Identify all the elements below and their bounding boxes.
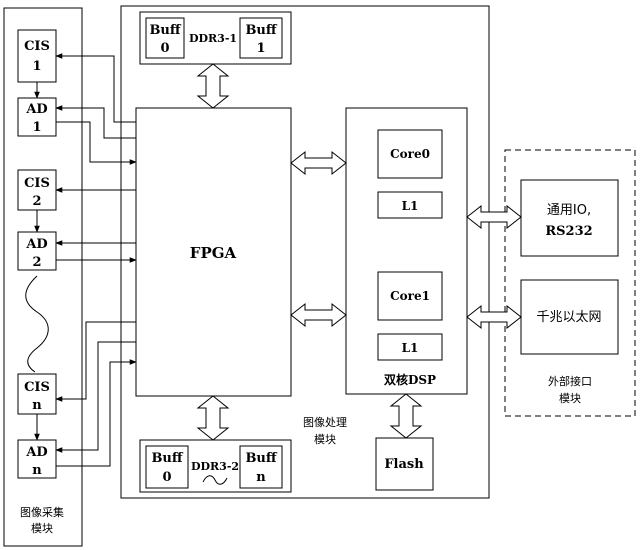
cis-n-block: CIS n	[17, 373, 57, 415]
ad-n-block: AD n	[17, 439, 57, 479]
fpga-dsp-core1-bus-arrow	[290, 302, 347, 328]
interface-module-frame	[504, 149, 636, 417]
ethernet-label: 千兆以太网	[536, 310, 601, 325]
processing-caption-line2: 模块	[314, 433, 336, 446]
ddr3-1-buff-a-label: Buff	[149, 23, 181, 38]
cis-1-block: CIS 1	[17, 29, 57, 83]
fpga-block: FPGA	[135, 107, 292, 397]
acquisition-module-frame	[3, 7, 83, 547]
dsp-l1-a-label: L1	[402, 199, 419, 213]
ad-n-index: n	[32, 463, 42, 478]
processing-module: Buff 0 Buff 1 DDR3-1 FPGA Buff 0 Buff n …	[120, 5, 490, 499]
ad-2-index: 2	[32, 255, 41, 270]
dsp-ethernet-bus-arrow	[466, 304, 522, 330]
signal-lines	[55, 53, 137, 467]
interface-caption-line2: 模块	[559, 392, 581, 405]
fpga-dsp-core0-bus-arrow	[290, 150, 347, 176]
fpga-to-adn-line	[55, 341, 136, 453]
ddr3-2-tilde	[202, 475, 228, 485]
ellipsis-wave	[25, 275, 49, 373]
io-rs232-block: 通用IO, RS232	[520, 179, 619, 257]
cis-2-block: CIS 2	[17, 169, 57, 211]
cis-1-label: CIS	[24, 39, 50, 54]
flash-block: Flash	[375, 437, 434, 491]
ddr3-1-buff-b-label: Buff	[245, 23, 277, 38]
cis-2-index: 2	[32, 194, 41, 209]
cis-n-index: n	[32, 398, 42, 413]
interface-module: 通用IO, RS232 千兆以太网 外部接口 模块	[504, 149, 636, 417]
fpga-to-cis1-line	[55, 53, 136, 123]
fpga-to-ad1-line	[55, 105, 136, 139]
ad-1-block: AD 1	[17, 97, 57, 137]
cis-2-label: CIS	[24, 176, 50, 191]
io-rs232-line2: RS232	[545, 224, 592, 239]
dsp-flash-bus-arrow	[389, 393, 423, 439]
dsp-core1-label: Core1	[390, 289, 430, 303]
interface-caption-line1: 外部接口	[548, 374, 592, 388]
ad1-to-fpga-line	[56, 121, 137, 165]
fpga-label: FPGA	[190, 244, 237, 262]
acquisition-module: CIS 1 AD 1 CIS 2 AD 2 CIS n AD n	[3, 7, 83, 547]
ddr3-2-buff-b-label: Buff	[245, 451, 277, 466]
fpga-ddr3-2-bus-arrow	[196, 395, 230, 441]
processing-module-frame	[120, 5, 490, 499]
ddr3-2-label: DDR3-2	[191, 460, 239, 473]
ad-n-label: AD	[25, 445, 47, 460]
ddr3-2-buff-b-index: n	[256, 470, 266, 485]
io-rs232-line1: 通用IO,	[547, 203, 591, 218]
dsp-block: Core0 L1 Core1 L1 双核DSP	[345, 107, 468, 395]
ddr3-1-buff-b-index: 1	[256, 41, 265, 56]
fpga-to-cisn-line	[55, 321, 136, 402]
dsp-core0-label: Core0	[390, 147, 430, 161]
ad-1-label: AD	[25, 102, 47, 117]
ethernet-block: 千兆以太网	[520, 279, 619, 355]
dsp-io-bus-arrow	[466, 204, 522, 230]
ddr3-1-buff-a-index: 0	[160, 41, 169, 56]
ddr3-1-fpga-bus-arrow	[196, 63, 230, 109]
acquisition-caption-line2: 模块	[31, 522, 53, 535]
processing-caption-line1: 图像处理	[303, 416, 347, 429]
ad-2-label: AD	[25, 237, 47, 252]
ad-1-index: 1	[32, 120, 41, 135]
cis-1-index: 1	[32, 59, 41, 74]
acquisition-caption-line1: 图像采集	[20, 505, 64, 519]
dsp-caption: 双核DSP	[384, 372, 436, 387]
ddr3-2-block: Buff 0 Buff n DDR3-2	[139, 439, 292, 493]
adn-to-fpga-line	[56, 359, 137, 467]
ddr3-2-buff-a-label: Buff	[151, 451, 183, 466]
dsp-l1-b-label: L1	[402, 341, 419, 355]
ddr3-2-buff-a-index: 0	[162, 470, 171, 485]
ddr3-1-label: DDR3-1	[189, 32, 237, 45]
ddr3-1-block: Buff 0 Buff 1 DDR3-1	[139, 11, 292, 65]
ad-2-block: AD 2	[17, 231, 57, 271]
cis-n-label: CIS	[24, 380, 50, 395]
flash-label: Flash	[384, 457, 424, 472]
